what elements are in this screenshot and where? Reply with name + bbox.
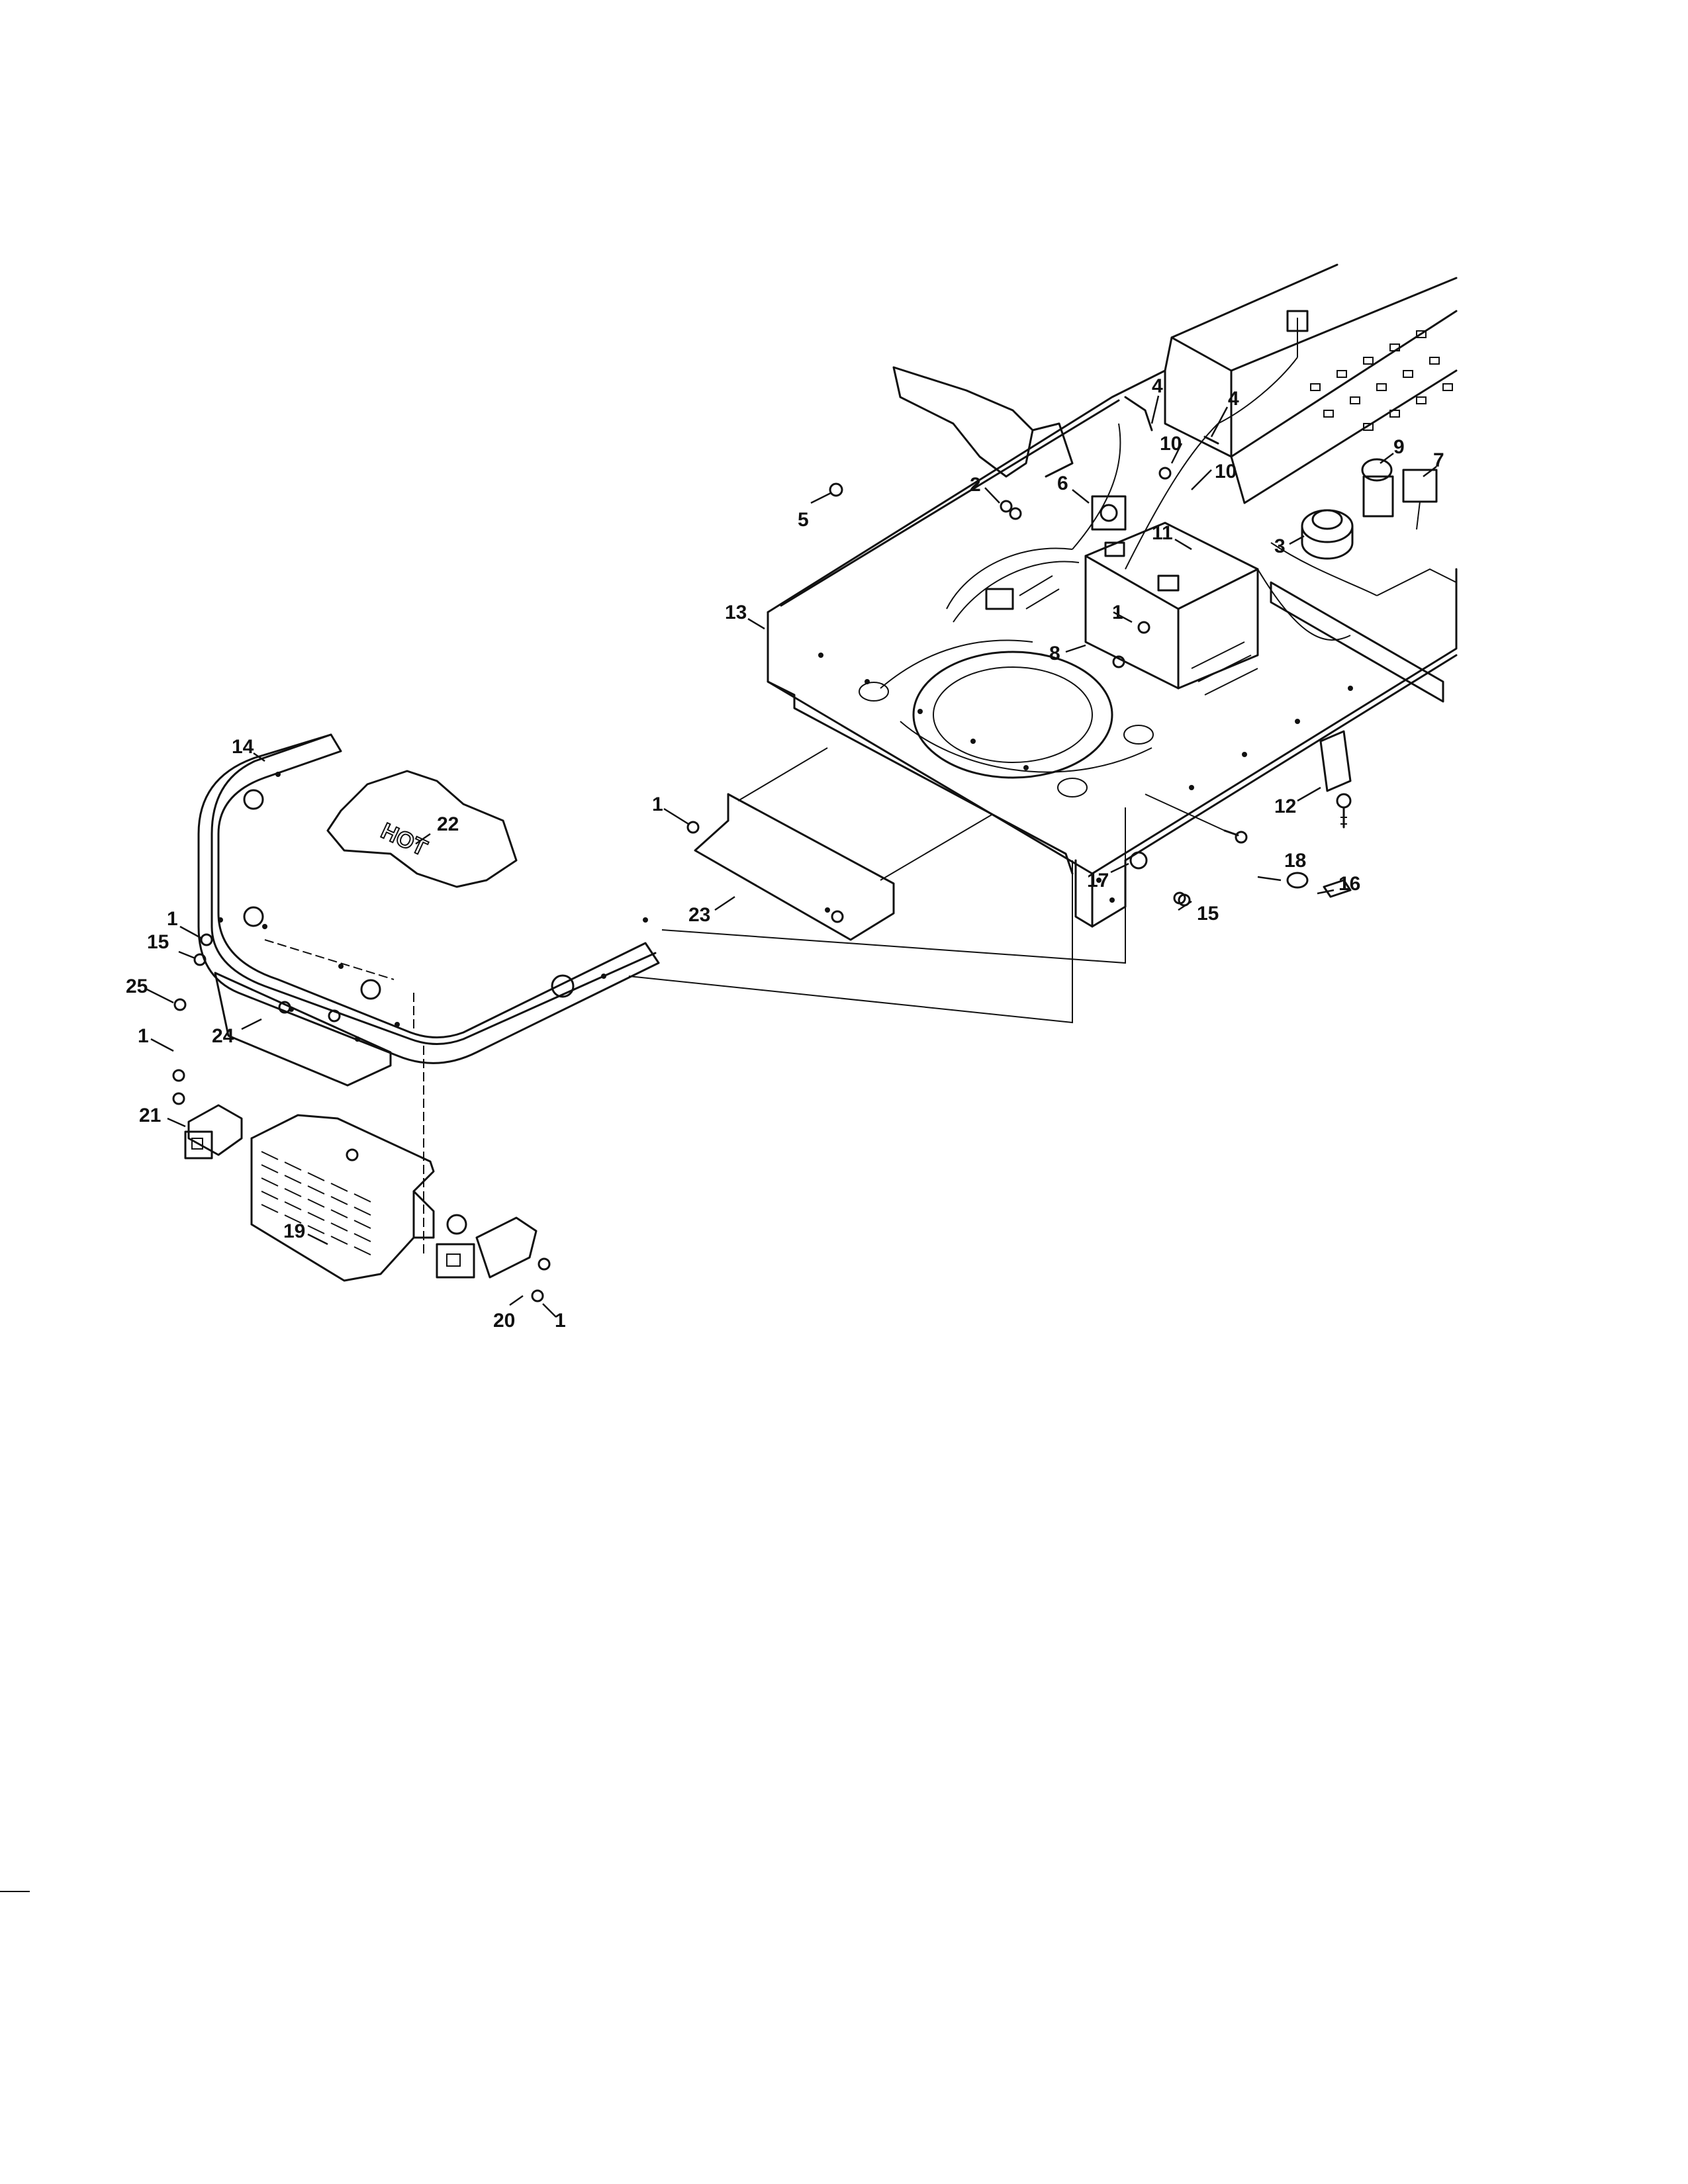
callout-21: 21 bbox=[139, 1105, 161, 1126]
callout-5: 5 bbox=[798, 509, 809, 531]
callout-25: 25 bbox=[126, 976, 148, 997]
callout-10-lower: 10 bbox=[1215, 461, 1237, 482]
callout-7: 7 bbox=[1433, 449, 1444, 471]
leader-lines bbox=[146, 395, 1437, 1318]
floor-opening bbox=[912, 651, 1113, 779]
hardware-nuts bbox=[829, 396, 1219, 668]
callout-3: 3 bbox=[1274, 535, 1286, 557]
callout-24: 24 bbox=[212, 1025, 234, 1047]
battery bbox=[1084, 522, 1259, 690]
right-mount-bracket bbox=[436, 1216, 538, 1279]
bumper bbox=[197, 733, 660, 1064]
callout-9: 9 bbox=[1393, 436, 1405, 458]
callout-1-battery: 1 bbox=[1112, 602, 1123, 623]
heat-shield bbox=[694, 793, 895, 941]
assembly-guide-lines bbox=[264, 747, 1225, 1257]
callout-19: 19 bbox=[283, 1220, 305, 1242]
callout-16: 16 bbox=[1338, 873, 1360, 895]
callout-4-left: 4 bbox=[1152, 375, 1163, 397]
frame-holes bbox=[818, 653, 1353, 903]
vent-slots bbox=[261, 1151, 371, 1255]
hitch-hardware bbox=[1129, 829, 1352, 905]
callout-11: 11 bbox=[1152, 522, 1173, 544]
callout-1-heat-shield: 1 bbox=[652, 794, 663, 815]
pto-switch bbox=[1361, 458, 1394, 518]
callout-17: 17 bbox=[1087, 870, 1109, 891]
ignition-switch bbox=[1301, 509, 1354, 560]
callout-2: 2 bbox=[970, 474, 981, 496]
callout-14: 14 bbox=[232, 736, 254, 758]
solenoid bbox=[1091, 495, 1127, 531]
callout-22: 22 bbox=[437, 813, 459, 835]
key-and-tag bbox=[1319, 730, 1352, 829]
callout-23: 23 bbox=[688, 904, 710, 926]
tread-pattern bbox=[1310, 330, 1453, 431]
cross-tube bbox=[1270, 581, 1444, 703]
chassis-frame bbox=[767, 263, 1458, 928]
callout-15-right: 15 bbox=[1197, 903, 1219, 925]
callout-18: 18 bbox=[1284, 850, 1306, 872]
callout-4-right: 4 bbox=[1228, 388, 1239, 410]
callout-1-right-bracket: 1 bbox=[555, 1310, 566, 1332]
callout-1-bumper: 1 bbox=[167, 908, 178, 930]
callout-12: 12 bbox=[1274, 796, 1296, 817]
callout-6: 6 bbox=[1057, 473, 1068, 494]
callout-labels: 1 2 3 4 4 5 6 7 8 9 10 10 11 12 13 14 15… bbox=[126, 375, 1444, 1332]
harness-plug bbox=[985, 588, 1014, 610]
callout-13: 13 bbox=[725, 602, 747, 623]
muffler-guard bbox=[250, 1114, 467, 1282]
callout-1-left-bracket: 1 bbox=[138, 1025, 149, 1047]
hot-decal: HOT bbox=[326, 770, 518, 888]
floor-tread bbox=[1019, 575, 1258, 696]
callout-10-upper: 10 bbox=[1160, 433, 1182, 455]
callout-15-left: 15 bbox=[147, 931, 169, 953]
connector bbox=[1286, 310, 1309, 332]
wiring-harness bbox=[946, 310, 1457, 641]
callout-20: 20 bbox=[493, 1310, 515, 1332]
left-mount-bracket bbox=[184, 1104, 243, 1160]
callout-8: 8 bbox=[1049, 643, 1060, 664]
bolts bbox=[172, 821, 1191, 1302]
relay bbox=[1402, 469, 1438, 530]
